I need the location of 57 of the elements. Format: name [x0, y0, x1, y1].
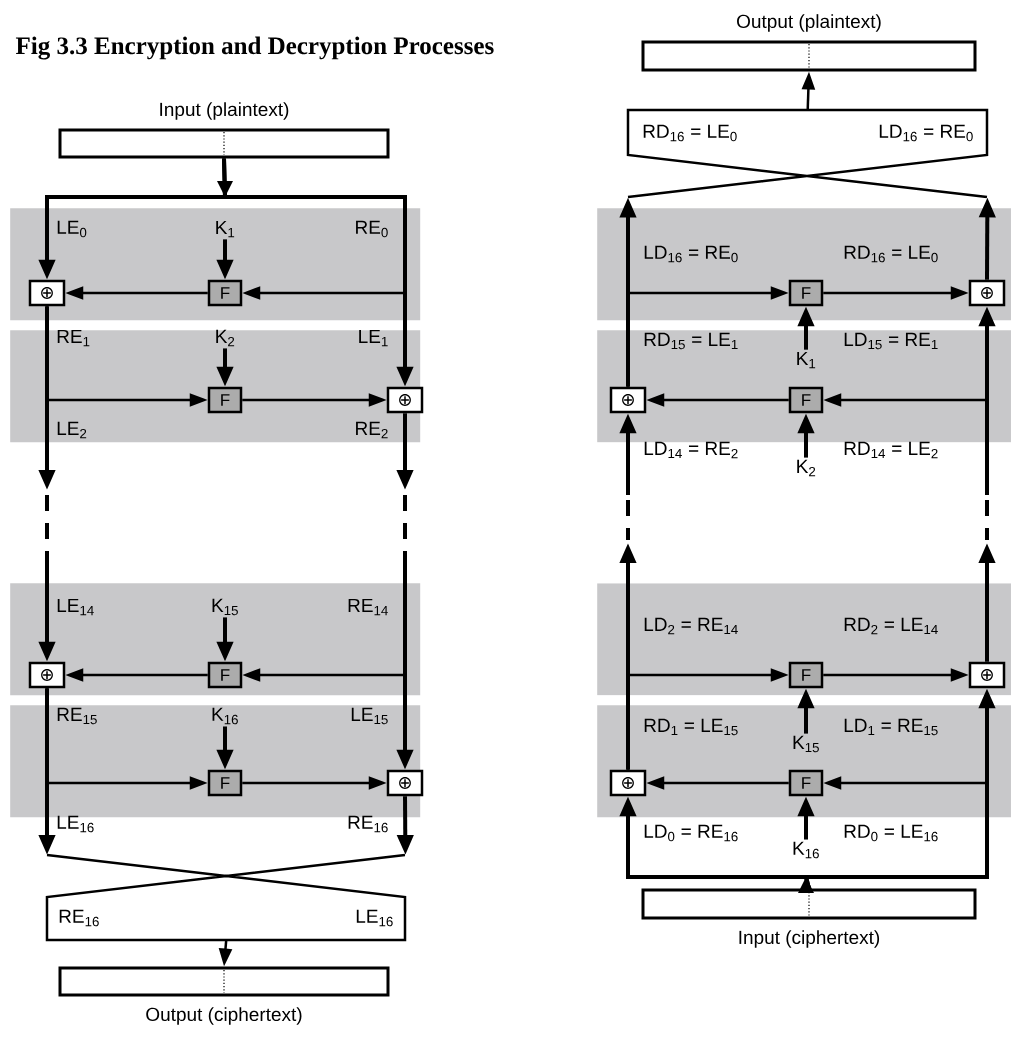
- box-heading: Output (plaintext): [737, 14, 881, 32]
- xor-box: ⊕: [968, 661, 1006, 689]
- key-label: K$_{16}$: [793, 841, 819, 859]
- signal-label: RD$_{14}$ = LE$_{2}$: [844, 441, 938, 459]
- function-box: F: [207, 386, 243, 414]
- signal-label: LE$_{16}$: [356, 909, 393, 927]
- signal-label: LD$_{16}$ = RE$_{0}$: [879, 124, 973, 142]
- key-label: K$_{15}$: [793, 735, 819, 753]
- function-box: F: [207, 661, 243, 689]
- signal-label: LD$_{14}$ = RE$_{2}$: [644, 441, 738, 459]
- signal-label: LD$_{15}$ = RE$_{1}$: [844, 332, 938, 350]
- xor-box: ⊕: [609, 386, 647, 414]
- signal-label: RE$_{16}$: [59, 909, 99, 927]
- function-box: F: [788, 769, 824, 797]
- function-box: F: [788, 386, 824, 414]
- signal-label: LD$_{1}$ = RE$_{15}$: [844, 718, 938, 736]
- signal-label: LE$_{15}$: [351, 707, 388, 725]
- signal-label: RD$_{16}$ = LE$_{0}$: [844, 245, 938, 263]
- signal-label: LD$_{16}$ = RE$_{0}$: [644, 245, 738, 263]
- xor-box: ⊕: [609, 769, 647, 797]
- xor-box: ⊕: [28, 661, 66, 689]
- signal-label: LE$_{14}$: [57, 598, 94, 616]
- key-label: K$_{2}$: [797, 459, 816, 477]
- function-box: F: [207, 279, 243, 307]
- key-label: K$_{15}$: [212, 598, 238, 616]
- xor-box: ⊕: [386, 769, 424, 797]
- signal-label: RE$_{14}$: [348, 598, 388, 616]
- signal-label: RE$_{16}$: [348, 815, 388, 833]
- signal-label: RE$_{15}$: [57, 707, 97, 725]
- signal-label: RD$_{0}$ = LE$_{16}$: [844, 824, 938, 842]
- signal-label: LD$_{0}$ = RE$_{16}$: [644, 824, 738, 842]
- signal-label: RD$_{15}$ = LE$_{1}$: [644, 332, 738, 350]
- signal-label: RE$_{2}$: [356, 421, 388, 439]
- xor-box: ⊕: [28, 279, 66, 307]
- signal-label: LE$_{2}$: [57, 421, 87, 439]
- xor-box: ⊕: [968, 279, 1006, 307]
- signal-label: RE$_{0}$: [356, 220, 388, 238]
- box-heading: Input (plaintext): [160, 102, 289, 120]
- signal-label: LD$_{2}$ = RE$_{14}$: [644, 617, 738, 635]
- xor-box: ⊕: [386, 386, 424, 414]
- signal-label: LE$_{1}$: [359, 329, 388, 347]
- key-label: K$_{2}$: [216, 329, 235, 347]
- function-box: F: [788, 661, 824, 689]
- key-label: K$_{1}$: [216, 220, 235, 238]
- function-box: F: [788, 279, 824, 307]
- signal-label: RD$_{2}$ = LE$_{14}$: [844, 617, 938, 635]
- key-label: K$_{1}$: [797, 351, 816, 369]
- function-box: F: [207, 769, 243, 797]
- figure-caption: Fig 3.3 Encryption and Decryption Processes: [15, 36, 494, 60]
- signal-label: LE$_{0}$: [57, 220, 87, 238]
- box-heading: Input (ciphertext): [739, 930, 880, 948]
- signal-label: RD$_{1}$ = LE$_{15}$: [644, 718, 738, 736]
- signal-label: LE$_{16}$: [57, 815, 94, 833]
- key-label: K$_{16}$: [212, 707, 238, 725]
- signal-label: RD$_{16}$ = LE$_{0}$: [643, 124, 737, 142]
- box-heading: Output (ciphertext): [146, 1007, 302, 1025]
- signal-label: RE$_{1}$: [57, 329, 90, 347]
